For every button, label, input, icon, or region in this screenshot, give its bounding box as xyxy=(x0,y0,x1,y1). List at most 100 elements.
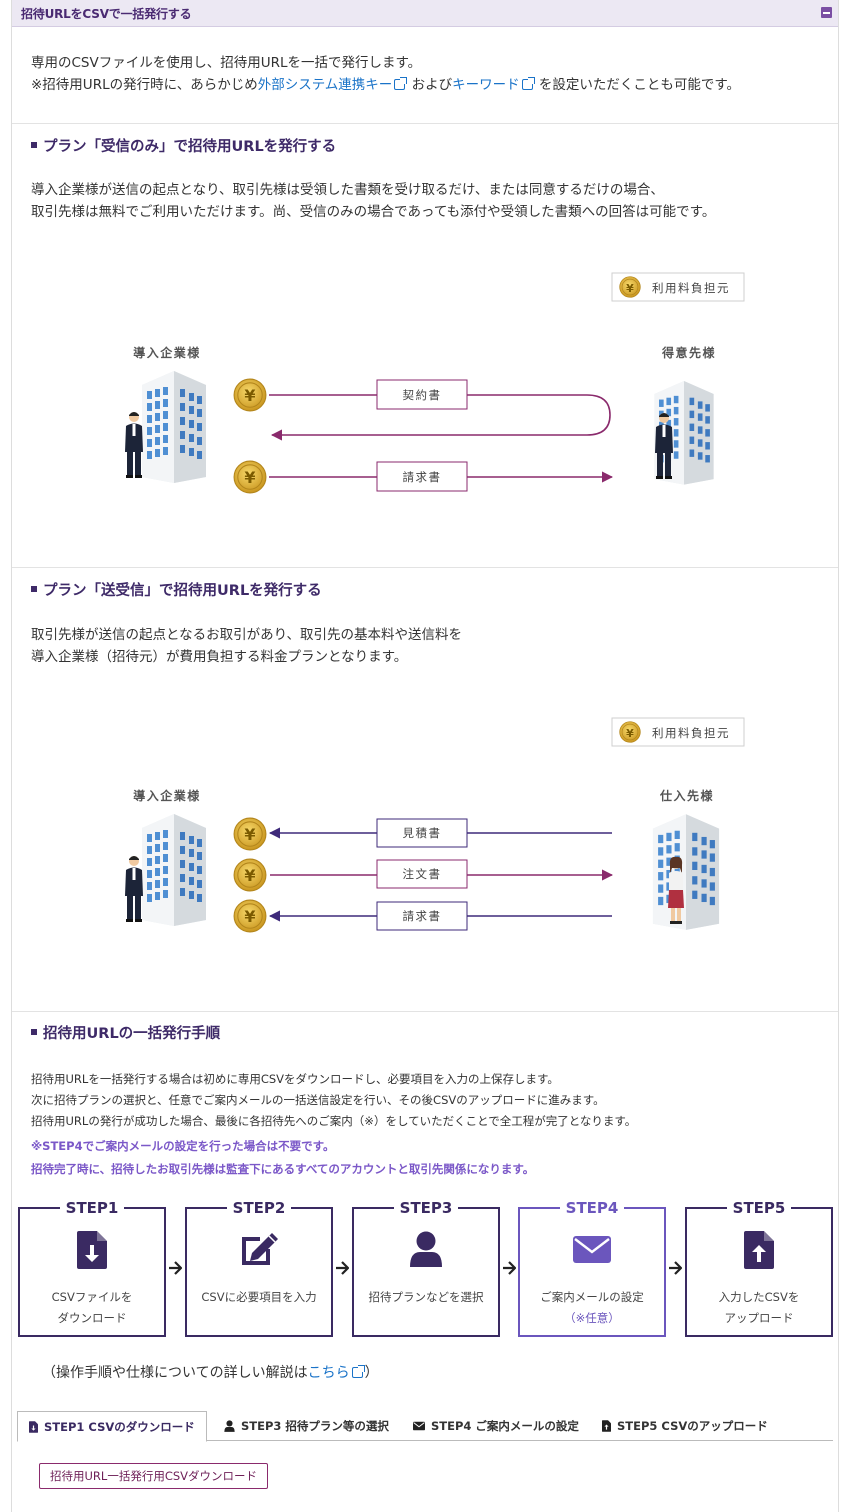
step3-card: STEP3 招待プランなどを選択 xyxy=(352,1199,500,1337)
step-optional-note: （※任意） xyxy=(564,1311,620,1325)
yen-symbol: ¥ xyxy=(244,468,255,487)
file-download-icon xyxy=(20,1231,164,1269)
external-link-icon[interactable] xyxy=(394,77,408,90)
step-tabs: STEP1 CSVのダウンロード STEP3 招待プラン等の選択 STEP4 ご… xyxy=(17,1411,833,1442)
intro-text: 専用のCSVファイルを使用し、招待用URLを一括で発行します。 ※招待用URLの… xyxy=(31,52,740,96)
doc-invoice-label: 請求書 xyxy=(403,470,442,484)
bullet-square-icon xyxy=(31,142,37,148)
yen-symbol: ¥ xyxy=(244,386,255,405)
intro-line-2-prefix: ※招待用URLの発行時に、あらかじめ xyxy=(31,77,258,93)
doc-invoice-label: 請求書 xyxy=(403,909,442,923)
intro-line-1: 専用のCSVファイルを使用し、招待用URLを一括で発行します。 xyxy=(31,55,422,71)
step-title: STEP4 xyxy=(559,1199,625,1217)
section-title-receive-only: プラン「受信のみ」で招待用URLを発行する xyxy=(31,135,336,156)
fee-payer-label: 利用料負担元 xyxy=(652,726,730,740)
step-title: STEP2 xyxy=(226,1199,292,1217)
divider xyxy=(12,123,838,124)
external-link-icon[interactable] xyxy=(351,1365,365,1378)
section2-description: 取引先様が送信の起点となるお取引があり、取引先の基本料や送信料を 導入企業様（招… xyxy=(31,627,463,665)
step4-note: ※STEP4でご案内メールの設定を行った場合は不要です。 xyxy=(31,1139,335,1153)
details-text: （操作手順や仕様についての詳しい解説は xyxy=(42,1365,308,1381)
yen-symbol: ¥ xyxy=(244,907,255,926)
tab-label: STEP1 CSVのダウンロード xyxy=(44,1419,195,1434)
invite-csv-panel: 招待URLをCSVで一括発行する 専用のCSVファイルを使用し、招待用URLを一… xyxy=(11,0,839,1512)
businessman-icon xyxy=(125,856,143,922)
step-text: アップロード xyxy=(724,1311,794,1325)
edit-icon xyxy=(187,1231,331,1269)
doc-box xyxy=(376,818,468,848)
chevron-right-icon xyxy=(503,1261,516,1275)
step2-card: STEP2 CSVに必要項目を入力 xyxy=(185,1199,333,1337)
doc-box xyxy=(376,379,468,410)
contract-return-arrow xyxy=(269,394,611,441)
right-company-label: 得意先様 xyxy=(661,345,716,360)
building-icon xyxy=(142,371,206,483)
envelope-icon xyxy=(413,1421,425,1431)
intro-line-2-mid: および xyxy=(411,77,453,93)
external-key-link[interactable]: 外部システム連携キー xyxy=(257,77,393,93)
building-icon xyxy=(652,814,720,930)
yen-symbol: ¥ xyxy=(626,727,634,740)
csv-download-button[interactable]: 招待用URL一括発行用CSVダウンロード xyxy=(39,1463,269,1489)
envelope-icon xyxy=(520,1231,664,1269)
step1-card: STEP1 CSVファイルをダウンロード xyxy=(18,1199,166,1337)
tab-step5-upload[interactable]: STEP5 CSVのアップロード xyxy=(591,1411,779,1441)
doc-box xyxy=(376,901,468,931)
right-company-label: 仕入先様 xyxy=(659,788,714,803)
file-upload-icon xyxy=(602,1420,611,1432)
doc-order-label: 注文書 xyxy=(403,867,442,881)
keyword-link[interactable]: キーワード xyxy=(452,77,520,93)
step-title: STEP5 xyxy=(726,1199,792,1217)
businessman-icon xyxy=(125,412,143,478)
procedure-description: 招待用URLを一括発行する場合は初めに専用CSVをダウンロードし、必要項目を入力… xyxy=(31,1072,637,1128)
step-title: STEP1 xyxy=(59,1199,125,1217)
divider xyxy=(12,1011,838,1012)
step4-card: STEP4 ご案内メールの設定 （※任意） xyxy=(518,1199,666,1337)
tab-step4-mail[interactable]: STEP4 ご案内メールの設定 xyxy=(402,1411,590,1441)
step-text: 招待プランなどを選択 xyxy=(368,1290,484,1304)
bullet-square-icon xyxy=(31,586,37,592)
step-title: STEP3 xyxy=(393,1199,459,1217)
step-text: ダウンロード xyxy=(57,1311,127,1325)
tab-step3-plan[interactable]: STEP3 招待プラン等の選択 xyxy=(213,1411,400,1441)
user-icon xyxy=(354,1231,498,1269)
user-icon xyxy=(224,1420,235,1432)
relationship-note: 招待完了時に、招待したお取引先様は監査下にあるすべてのアカウントと取引先関係にな… xyxy=(31,1162,535,1176)
building-icon xyxy=(142,814,206,926)
step-text: CSVに必要項目を入力 xyxy=(201,1290,317,1304)
tab-label: STEP4 ご案内メールの設定 xyxy=(431,1419,579,1433)
doc-contract-label: 契約書 xyxy=(403,388,442,402)
yen-symbol: ¥ xyxy=(244,825,255,844)
fee-payer-label: 利用料負担元 xyxy=(652,281,730,295)
panel-title: 招待URLをCSVで一括発行する xyxy=(21,6,192,21)
tab-step1-download[interactable]: STEP1 CSVのダウンロード xyxy=(17,1411,207,1442)
intro-line-2-suffix: を設定いただくことも可能です。 xyxy=(538,77,741,93)
section-title-send-receive: プラン「送受信」で招待用URLを発行する xyxy=(31,579,322,600)
chevron-right-icon xyxy=(336,1261,349,1275)
doc-box xyxy=(376,859,468,889)
section-title-bulk-procedure: 招待用URLの一括発行手順 xyxy=(31,1022,220,1043)
bullet-square-icon xyxy=(31,1029,37,1035)
details-text: ） xyxy=(364,1365,379,1381)
step-text: CSVファイルを xyxy=(51,1290,133,1304)
chevron-right-icon xyxy=(169,1261,182,1275)
left-company-label: 導入企業様 xyxy=(133,345,201,360)
step-text: 入力したCSVを xyxy=(718,1290,800,1304)
yen-symbol: ¥ xyxy=(626,282,634,295)
tab-label: STEP3 招待プラン等の選択 xyxy=(241,1419,389,1433)
step5-card: STEP5 入力したCSVをアップロード xyxy=(685,1199,833,1337)
details-link[interactable]: こちら xyxy=(307,1365,350,1381)
details-link-line: （操作手順や仕様についての詳しい解説はこちら ） xyxy=(42,1362,379,1382)
doc-quote-label: 見積書 xyxy=(403,826,442,840)
divider xyxy=(12,567,838,568)
section1-description: 導入企業様が送信の起点となり、取引先様は受領した書類を受け取るだけ、または同意す… xyxy=(31,182,716,220)
send-receive-diagram: ¥ 利用料負担元 導入企業様 仕入先様 ¥ ¥ ¥ 見積書 注文書 請求書 xyxy=(125,717,745,933)
receive-only-diagram: ¥ 利用料負担元 導入企業様 得意先様 ¥ ¥ 契約書 請求書 xyxy=(125,272,745,494)
tab-label: STEP5 CSVのアップロード xyxy=(617,1419,768,1433)
external-link-icon[interactable] xyxy=(521,77,535,90)
step-text: ご案内メールの設定 xyxy=(540,1290,644,1304)
collapse-icon[interactable] xyxy=(821,7,832,18)
left-company-label: 導入企業様 xyxy=(133,788,201,803)
file-download-icon xyxy=(29,1420,38,1433)
panel-header[interactable]: 招待URLをCSVで一括発行する xyxy=(12,0,838,27)
